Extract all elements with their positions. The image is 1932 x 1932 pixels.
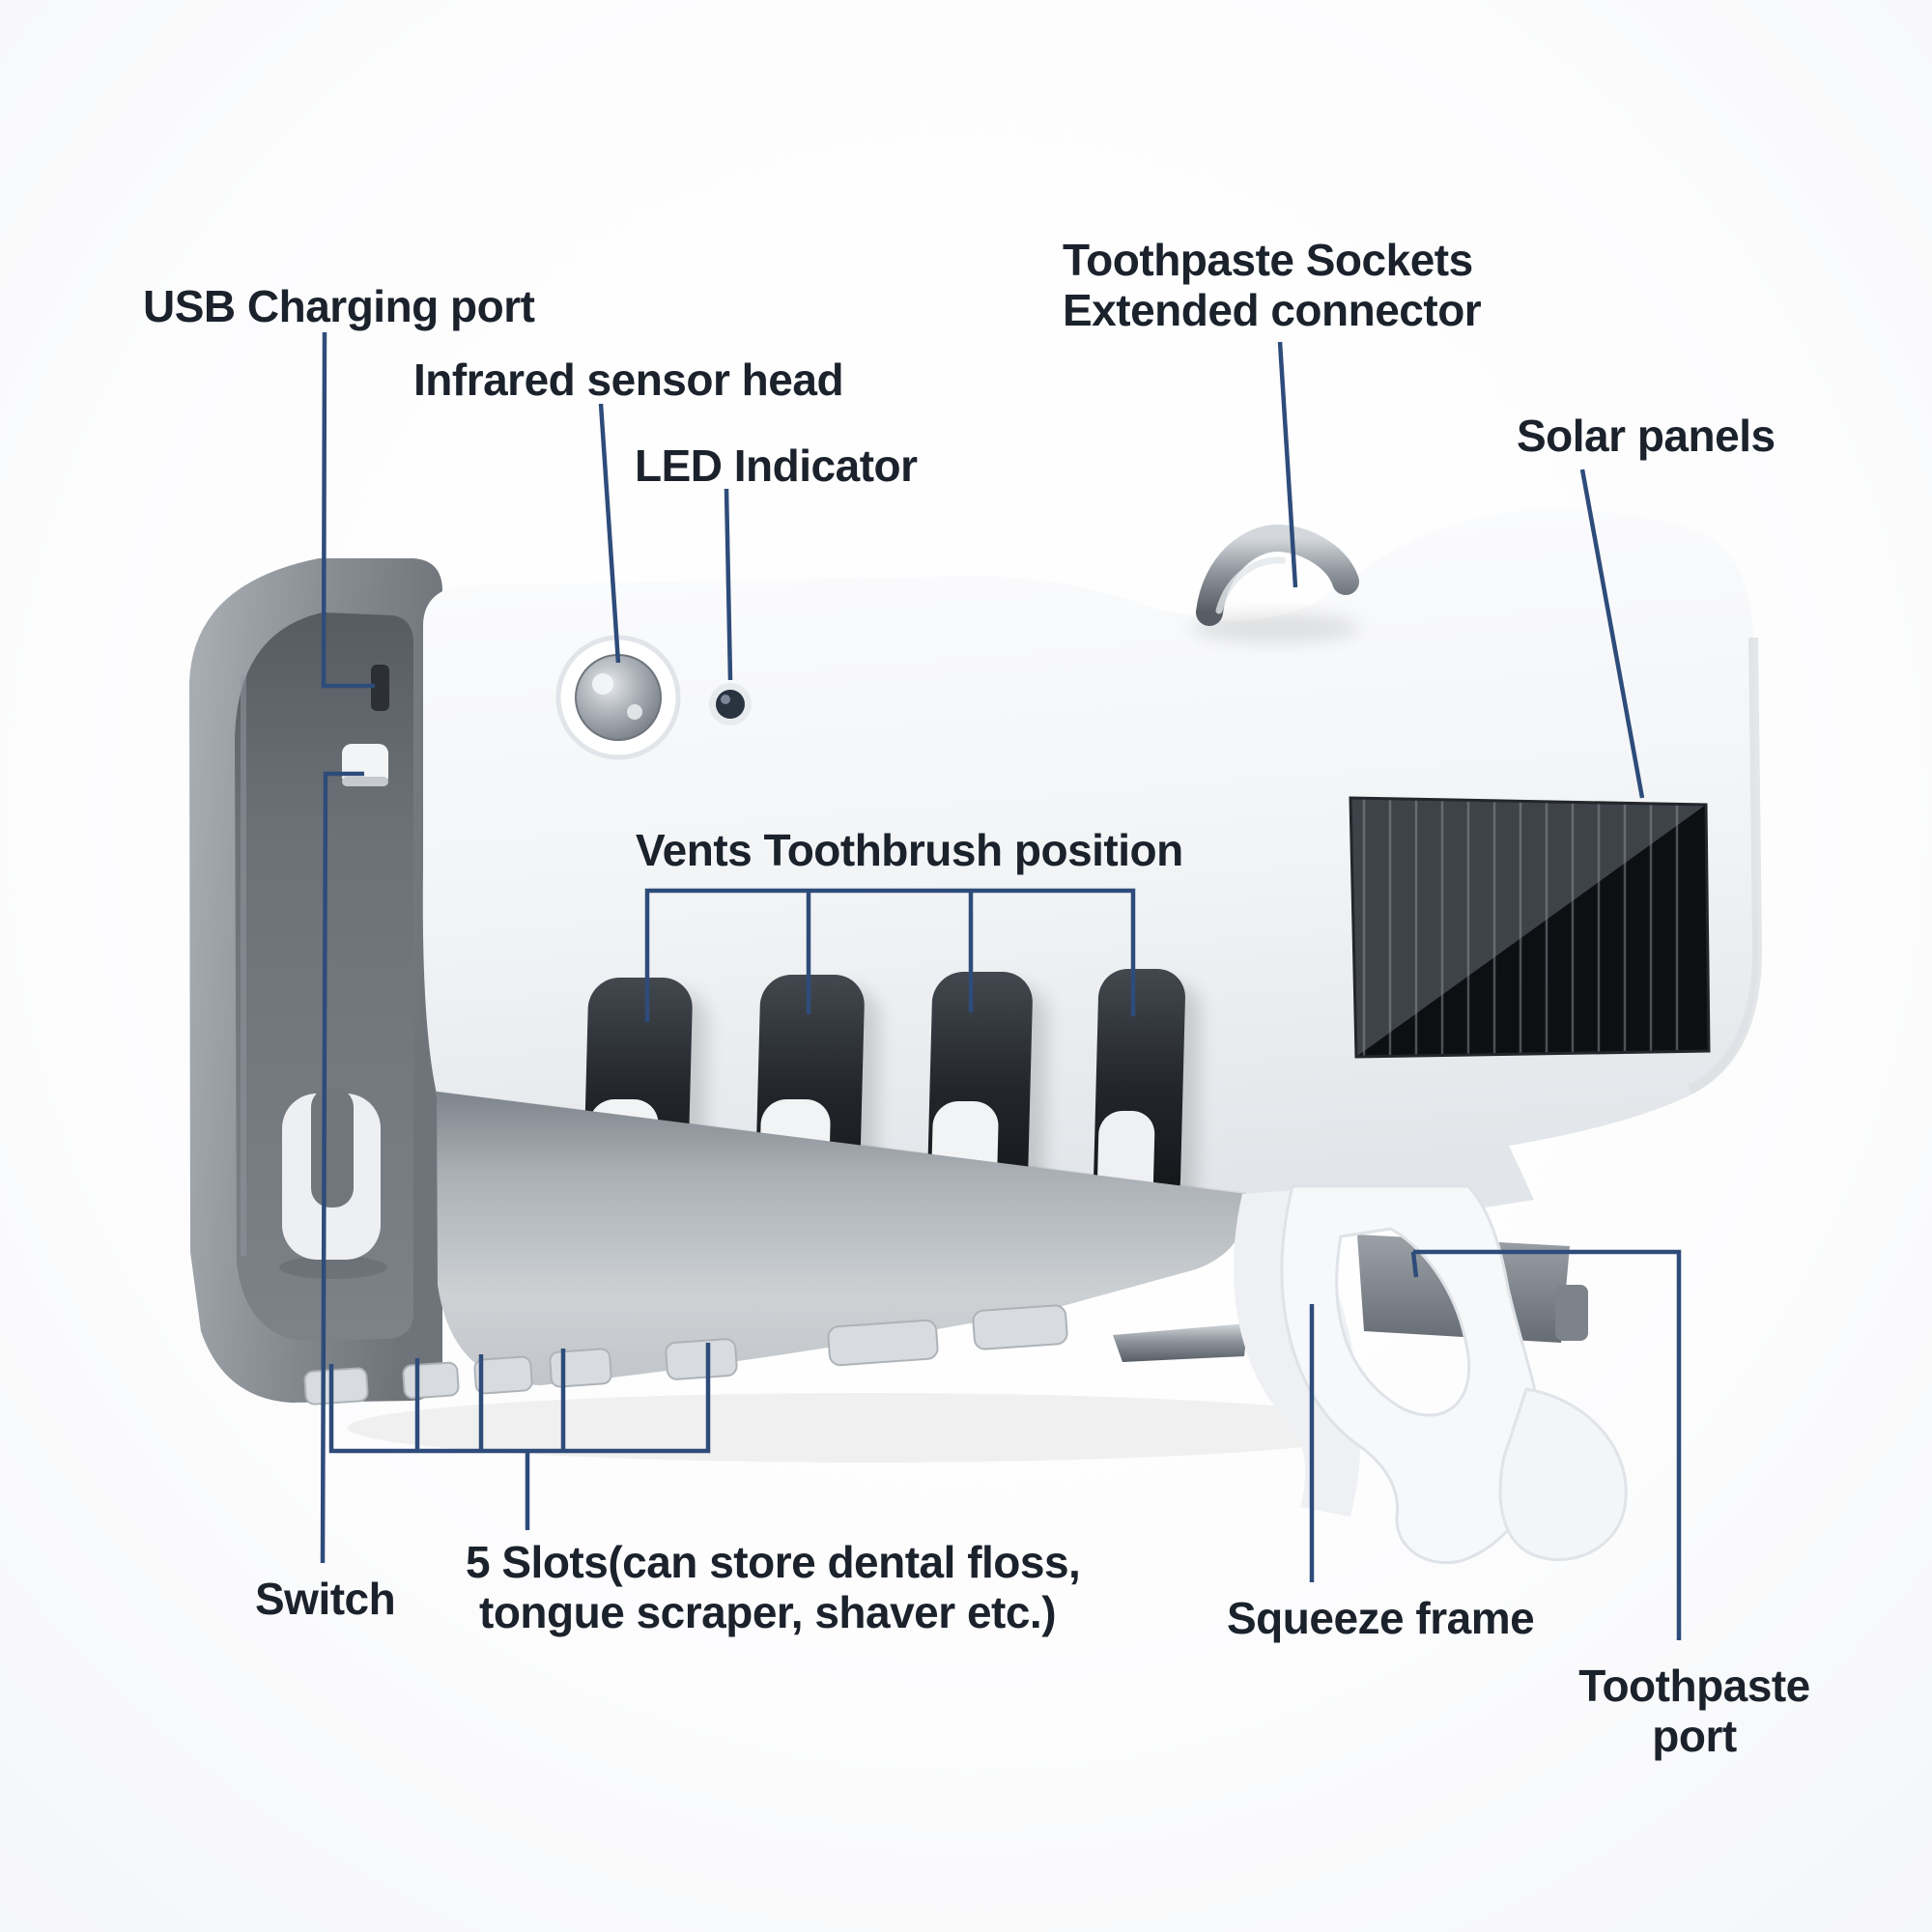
five-slots-label-line1: 5 Slots(can store dental floss,: [466, 1537, 1081, 1587]
toothpaste-nozzle: [1113, 1323, 1248, 1362]
switch-leader-line: [320, 771, 364, 1564]
extended-connector-hook: [1190, 525, 1360, 642]
infrared-sensor: [555, 635, 681, 760]
vents-toothbrush-position-label: Vents Toothbrush position: [636, 825, 1183, 875]
usb-charging-port-label: USB Charging port: [143, 281, 535, 331]
squeeze-frame-bulge: [1498, 1387, 1628, 1561]
led-leader-line: [724, 488, 733, 681]
usb-port: [371, 665, 389, 711]
toothpaste-port-label-line2: port: [1652, 1710, 1737, 1761]
switch-label: Switch: [255, 1574, 396, 1624]
toothpaste-sockets-label-line1: Toothpaste Sockets: [1063, 235, 1473, 285]
led-indicator-label: LED Indicator: [635, 440, 918, 491]
toothpaste-port-label-line1: Toothpaste: [1578, 1661, 1810, 1711]
squeeze-frame-label: Squeeze frame: [1227, 1593, 1535, 1643]
solar-leader-line: [1579, 469, 1645, 799]
toothpaste-sockets-label-line2: Extended connector: [1063, 284, 1482, 335]
usb-leader-line: [321, 331, 375, 689]
toothpaste-sockets-label: Toothpaste Sockets Extended connector: [1063, 235, 1482, 336]
device-shadow: [348, 1393, 1391, 1463]
infrared-leader-line: [598, 403, 621, 664]
solar-panels-label: Solar panels: [1517, 411, 1776, 461]
toothpaste-port-label: Toothpaste port: [1573, 1661, 1816, 1762]
five-slots-label-line2: tongue scraper, shaver etc.): [479, 1586, 1057, 1637]
solar-panel: [1349, 796, 1711, 1059]
squeeze-frame-handle: [1280, 1184, 1545, 1565]
device-underside: [303, 1092, 1247, 1406]
dispenser-side-tab: [1555, 1285, 1588, 1341]
plate-hook: [279, 1088, 387, 1279]
infrared-sensor-head-label: Infrared sensor head: [413, 355, 844, 405]
wall-mount-plate: [189, 558, 442, 1403]
five-slots-bracket: [328, 1343, 711, 1530]
led-indicator-dot: [709, 683, 752, 725]
toothpaste-dispenser: [1113, 1184, 1628, 1565]
leader-lines: [320, 331, 1682, 1640]
vents-bracket: [644, 888, 1136, 1022]
bottom-storage-tabs: [303, 1304, 1068, 1406]
switch-tab: [342, 744, 388, 786]
sockets-leader-line: [1277, 341, 1298, 588]
five-slots-label: 5 Slots(can store dental floss, tongue s…: [466, 1537, 1081, 1638]
toothpaste-port-leader-line: [1410, 1249, 1682, 1640]
